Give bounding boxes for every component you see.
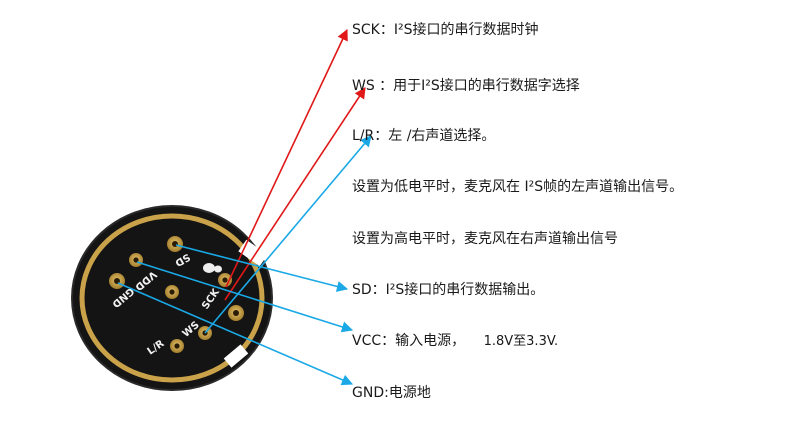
label-lr-low: 设置为低电平时，麦克风在 I²S帧的左声道输出信号。 bbox=[352, 179, 684, 195]
arrow-lr bbox=[204, 135, 372, 334]
arrow-sck bbox=[225, 28, 348, 288]
pin-pad-sd bbox=[167, 236, 183, 252]
pin-pad-vdd bbox=[129, 253, 143, 267]
arrow-gnd bbox=[117, 282, 354, 386]
label-lr: L/R：左 /右声道选择。 bbox=[352, 128, 496, 144]
label-gnd: GND:电源地 bbox=[352, 385, 431, 401]
board-logo-icon bbox=[203, 263, 222, 273]
pin-pad-center bbox=[165, 285, 179, 299]
arrow-vcc bbox=[136, 261, 354, 333]
label-sck: SCK：I²S接口的串行数据时钟 bbox=[352, 22, 539, 38]
label-sd: SD：I²S接口的串行数据输出。 bbox=[352, 282, 545, 298]
label-ws: WS ：用于I²S接口的串行数据字选择 bbox=[352, 78, 580, 94]
label-lr-high: 设置为高电平时，麦克风在右声道输出信号 bbox=[352, 231, 618, 247]
label-vcc-name: VCC：输入电源， bbox=[352, 333, 466, 349]
microphone-board: SD VDD GND SCK WS L/R bbox=[71, 205, 273, 391]
arrow-ws bbox=[224, 87, 366, 301]
pin-pad-ws bbox=[228, 305, 244, 321]
pin-pad-bottom bbox=[170, 339, 184, 353]
pin-pad-gnd bbox=[109, 273, 125, 289]
label-vcc: VCC：输入电源， 1.8V至3.3V. bbox=[352, 332, 558, 351]
label-vcc-range: 1.8V至3.3V. bbox=[483, 334, 559, 349]
arrow-sd bbox=[175, 244, 349, 292]
